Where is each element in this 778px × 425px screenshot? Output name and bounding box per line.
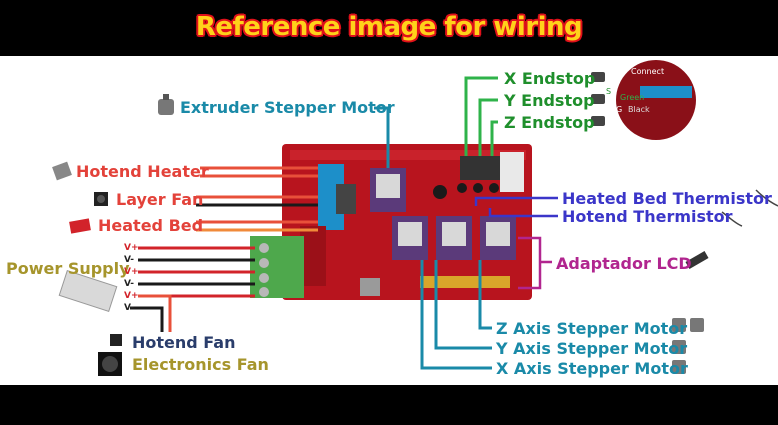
- label-hotend-heater: Hotend Heater: [76, 162, 209, 181]
- axis-motor-icons: [672, 318, 704, 374]
- heated-bed-icon: [69, 218, 91, 234]
- endstop-wires: [464, 76, 498, 156]
- left-wires: [130, 166, 318, 332]
- ramps-board: [282, 144, 532, 300]
- label-electronics-fan: Electronics Fan: [132, 355, 269, 374]
- wiring-diagram: Connect S Green G Black: [52, 60, 778, 376]
- power-supply-icon: [58, 269, 118, 313]
- terminal-label: V-: [124, 255, 135, 265]
- thermistor-wires: [474, 196, 558, 218]
- label-y-endstop: Y Endstop: [504, 91, 595, 110]
- label-x-axis-stepper: X Axis Stepper Motor: [496, 359, 688, 378]
- inset-title: Connect: [631, 67, 664, 76]
- terminal-label: V+: [124, 267, 139, 277]
- label-lcd-adapter: Adaptador LCD: [556, 254, 692, 273]
- lcd-bracket: [518, 236, 552, 290]
- terminal-label: V+: [124, 243, 139, 253]
- wiring-diagram-panel: Connect S Green G Black: [0, 56, 778, 385]
- label-heated-bed: Heated Bed: [98, 216, 204, 235]
- label-hotend-fan: Hotend Fan: [132, 333, 236, 352]
- terminal-label: V+: [124, 291, 139, 301]
- label-power-supply: Power Supply: [6, 259, 130, 278]
- endstop-connect-inset: Connect S Green G Black: [606, 60, 696, 140]
- endstop-switch-icons: [591, 72, 605, 126]
- inset-signal: S: [606, 87, 611, 96]
- label-heated-bed-thermistor: Heated Bed Thermistor: [562, 189, 772, 208]
- stepper-wires: [374, 106, 492, 370]
- page-title: Reference image for wiring: [195, 12, 583, 42]
- layer-fan-icon: [94, 192, 108, 206]
- thermistor-icon: [721, 189, 778, 227]
- label-extruder-stepper: Extruder Stepper Motor: [180, 98, 395, 117]
- lcd-adapter-icon: [685, 251, 709, 269]
- inset-wire3: Black: [628, 105, 650, 114]
- stepper-motor-icon: [158, 94, 174, 115]
- hotend-fan-icon: [110, 334, 122, 346]
- label-z-axis-stepper: Z Axis Stepper Motor: [496, 319, 688, 338]
- hotend-icon: [52, 161, 72, 181]
- label-x-endstop: X Endstop: [504, 69, 596, 88]
- electronics-fan-icon: [98, 352, 122, 376]
- power-terminal-block: [250, 236, 304, 298]
- inset-wire2: G: [616, 105, 622, 114]
- label-hotend-thermistor: Hotend Thermistor: [562, 207, 733, 226]
- terminal-label: V-: [124, 303, 135, 313]
- terminal-label: V-: [124, 279, 135, 289]
- label-z-endstop: Z Endstop: [504, 113, 595, 132]
- label-layer-fan: Layer Fan: [116, 190, 204, 209]
- inset-wire1: Green: [620, 93, 644, 102]
- label-y-axis-stepper: Y Axis Stepper Motor: [496, 339, 688, 358]
